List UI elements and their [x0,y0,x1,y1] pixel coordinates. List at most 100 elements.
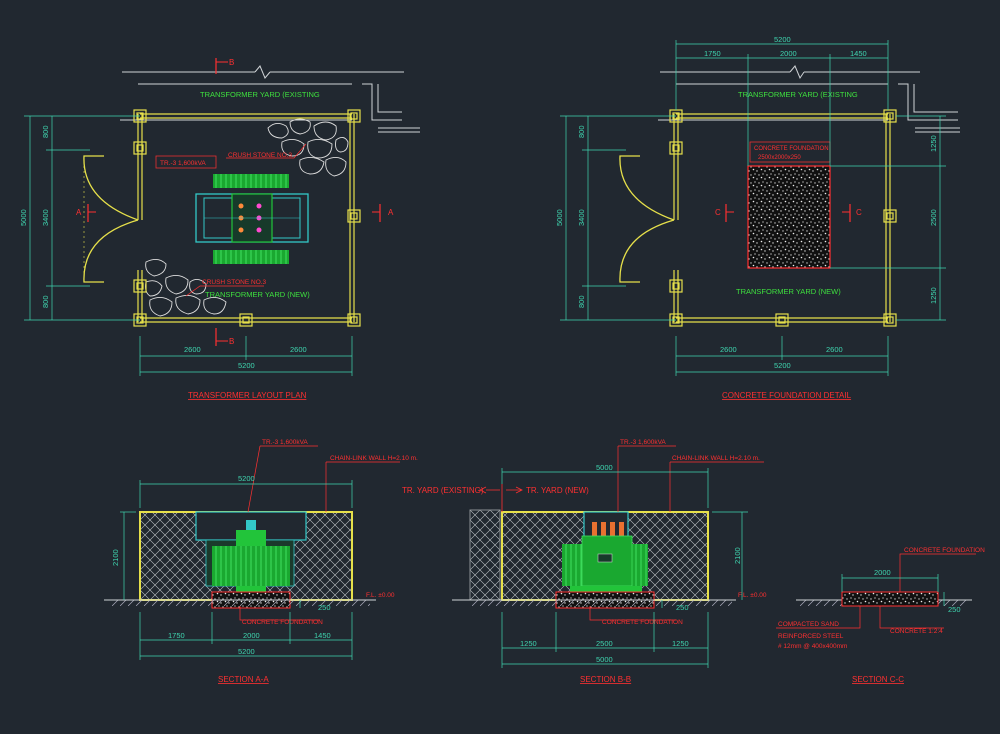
dim-b-bottom-left: 2600 [720,345,737,354]
dim-bottom-left: 2600 [184,345,201,354]
dim-b-left-bot: 800 [577,295,586,308]
dim-left-mid: 3400 [41,209,50,226]
dim-left-total: 5000 [19,209,28,226]
existing-walls-b [658,65,960,133]
tr-leader-a [247,445,318,513]
sand-leader-c [776,606,861,629]
section-marker-c-right: C [842,204,862,222]
yard-arrow-new [506,486,523,494]
gate-plan-a [83,155,139,283]
plan-concrete-foundation: CONCRETE FOUNDATION 2500x2000x250 TRANSF… [555,35,960,400]
existing-walls [120,65,420,133]
foundation-label-c: CONCRETE FOUNDATION [904,547,985,554]
section-b-title: SECTION B-B [580,675,631,684]
section-marker-c-left: C [715,204,734,222]
concrete-leader-c [879,606,944,629]
section-marker-b-bottom: B [215,328,234,346]
yard-new-b: TR. YARD (NEW) [526,486,589,495]
dim-b-bot-total: 5000 [596,655,613,664]
dim-b-bot-mid: 2500 [596,639,613,648]
dim-b-top: 5000 [596,463,613,472]
dim-left-bot: 800 [41,295,50,308]
yard-new-label-b: TRANSFORMER YARD (NEW) [736,287,841,296]
existing-wall-b [469,509,501,601]
fence-plan-b [673,113,891,323]
plan-a-title: TRANSFORMER LAYOUT PLAN [188,391,307,400]
wall-note-a: CHAIN-LINK WALL H=2.10 m. [330,455,418,462]
sand-label-c: COMPACTED SAND [778,621,839,628]
concrete-foundation-plan [747,165,831,269]
wall-leader-a [325,461,400,512]
dim-a-bottom-right: 1450 [314,631,331,640]
dim-b-right-bot: 1250 [929,287,938,304]
svg-text:B: B [229,58,234,67]
svg-text:C: C [856,208,862,217]
dim-top-total: 5200 [774,35,791,44]
foundation-label: CONCRETE FOUNDATION [754,146,829,152]
tr-leader-b [617,445,676,512]
dim-a-top: 5200 [238,474,255,483]
dim-c-slab: 250 [948,605,961,614]
dimensions-section-a [120,480,353,660]
yard-existing-label-b: TRANSFORMER YARD (EXISTING [738,90,858,99]
dim-b-right-top: 1250 [929,135,938,152]
ground-line-a [110,600,370,606]
svg-text:A: A [76,208,82,217]
yard-existing-b: TR. YARD (EXISTING) [402,486,484,495]
svg-text:C: C [715,208,721,217]
concrete-mix-c: CONCRETE 1:2:4 [890,628,943,635]
fence-plan-a [137,113,355,323]
transformer-elevation-b [562,511,648,592]
section-marker-b-top: B [215,58,234,74]
dim-a-bottom-left: 1750 [168,631,185,640]
ground-line-b [470,600,732,606]
dim-b-height: 2100 [733,547,742,564]
section-c-c: CONCRETE FOUNDATION COMPACTED SAND REINF… [776,547,985,684]
foundation-label-a: CONCRETE FOUNDATION [242,619,323,626]
dim-c-width: 2000 [874,568,891,577]
dimensions-plan-b [560,40,946,376]
dim-b-slab: 250 [676,603,689,612]
dim-bottom-total: 5200 [238,361,255,370]
foundation-label-b: CONCRETE FOUNDATION [602,619,683,626]
crush-stone-top [267,118,349,177]
tr-tag-b: TR.-3 1,600kVA [620,439,666,446]
level-b: F.L. ±0.00 [738,592,767,599]
wall-leader-b [669,461,764,512]
dim-a-bottom-mid: 2000 [243,631,260,640]
svg-text:A: A [388,208,394,217]
tr-tag-box [155,155,217,169]
dim-top-mid: 2000 [780,49,797,58]
crush-stone-label-top: CRUSH STONE NO.3 [228,152,293,159]
crush-stone-leader-bottom [185,285,264,297]
transformer-plan-a [195,174,309,264]
yard-existing-label: TRANSFORMER YARD (EXISTING [200,90,320,99]
wall-note-b: CHAIN-LINK WALL H=2.10 m. [672,455,760,462]
dim-b-bot-left: 1250 [520,639,537,648]
gate-plan-b [619,155,675,283]
crush-stone-bottom [145,259,227,317]
dim-a-slab: 250 [318,603,331,612]
foundation-leader-a [239,606,320,621]
dimensions-plan-a [24,115,353,376]
plan-b-title: CONCRETE FOUNDATION DETAIL [722,391,852,400]
transformer-elevation-a [212,520,290,592]
dim-b-right-mid: 2500 [929,209,938,226]
level-a: F.L. ±0.00 [366,592,395,599]
yard-new-label: TRANSFORMER YARD (NEW) [205,290,310,299]
dim-b-left-top: 800 [577,125,586,138]
section-marker-a-left: A [76,204,96,222]
crush-stone-label-bottom: CRUSH STONE NO.3 [202,279,267,286]
section-a-title: SECTION A-A [218,675,269,684]
tr-tag-a: TR.-3 1,600kVA [262,439,308,446]
section-c-title: SECTION C-C [852,675,904,684]
dim-b-bot-right: 1250 [672,639,689,648]
dim-b-bottom-right: 2600 [826,345,843,354]
dim-a-bottom-total: 5200 [238,647,255,656]
dim-top-right: 1450 [850,49,867,58]
dimensions-section-b [501,468,748,668]
foundation-leader-b [589,606,676,621]
svg-text:B: B [229,337,234,346]
dimensions-section-c [841,574,945,606]
